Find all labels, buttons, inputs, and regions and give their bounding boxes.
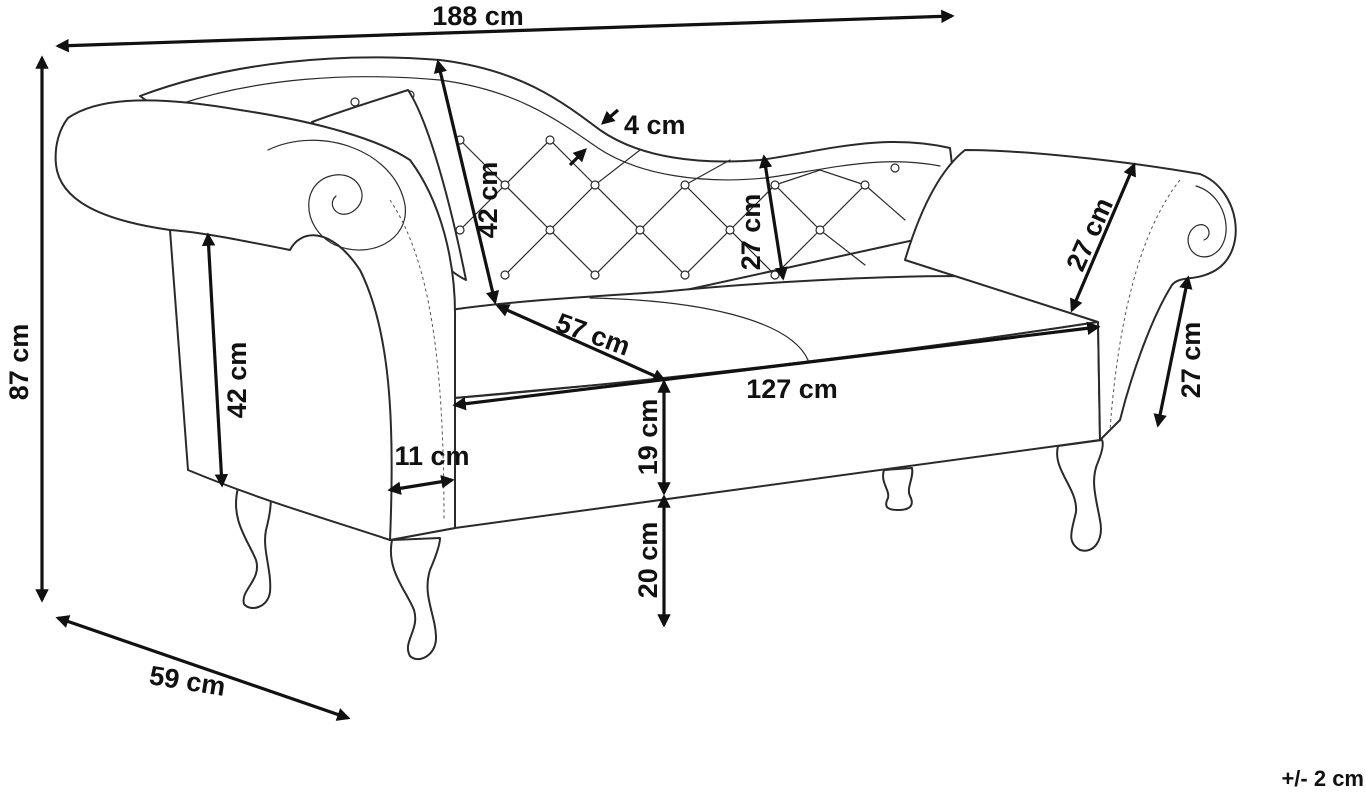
arm-height-label: 42 cm xyxy=(222,342,252,419)
left-arm-scroll xyxy=(267,139,406,251)
total-length-arrow xyxy=(55,9,955,53)
depth-label: 59 cm xyxy=(147,660,227,702)
depth-arrow xyxy=(55,615,351,721)
back-cushion-height-arrow xyxy=(433,59,500,305)
leg-front-left xyxy=(389,537,441,661)
arm-height-arrow xyxy=(201,232,229,488)
back-thickness-arrow-top xyxy=(600,108,620,125)
seat-length-label: 127 cm xyxy=(746,374,838,404)
dimension-lines xyxy=(35,9,1193,721)
back-inner-edge xyxy=(179,76,941,181)
seat-length-arrow xyxy=(452,321,1101,411)
arm-roll-width-arrow xyxy=(1070,162,1136,313)
arm-front-height-arrow xyxy=(1153,275,1193,428)
total-height-label: 87 cm xyxy=(4,324,34,401)
leg-front-right xyxy=(1056,439,1104,552)
back-cushion-height-label: 42 cm xyxy=(473,162,503,239)
right-arm-piping xyxy=(1109,179,1181,431)
arm-width-arrow xyxy=(387,475,455,495)
total-length-label: 188 cm xyxy=(432,1,524,31)
low-back-height-label: 27 cm xyxy=(736,194,766,271)
back-thickness-arrow-bottom xyxy=(568,148,587,167)
leg-back-right xyxy=(882,467,914,511)
leg-back-left xyxy=(235,487,272,609)
arm-width-label: 11 cm xyxy=(394,441,469,471)
leg-height-label: 20 cm xyxy=(633,522,663,599)
back-thickness-label: 4 cm xyxy=(624,110,686,140)
arm-front-height-label: 27 cm xyxy=(1176,322,1206,399)
seat-thickness-label: 19 cm xyxy=(633,399,663,476)
right-arm-scroll xyxy=(1187,185,1227,258)
low-back-height-arrow xyxy=(759,154,788,281)
tolerance-label: +/- 2 cm xyxy=(1281,766,1364,791)
